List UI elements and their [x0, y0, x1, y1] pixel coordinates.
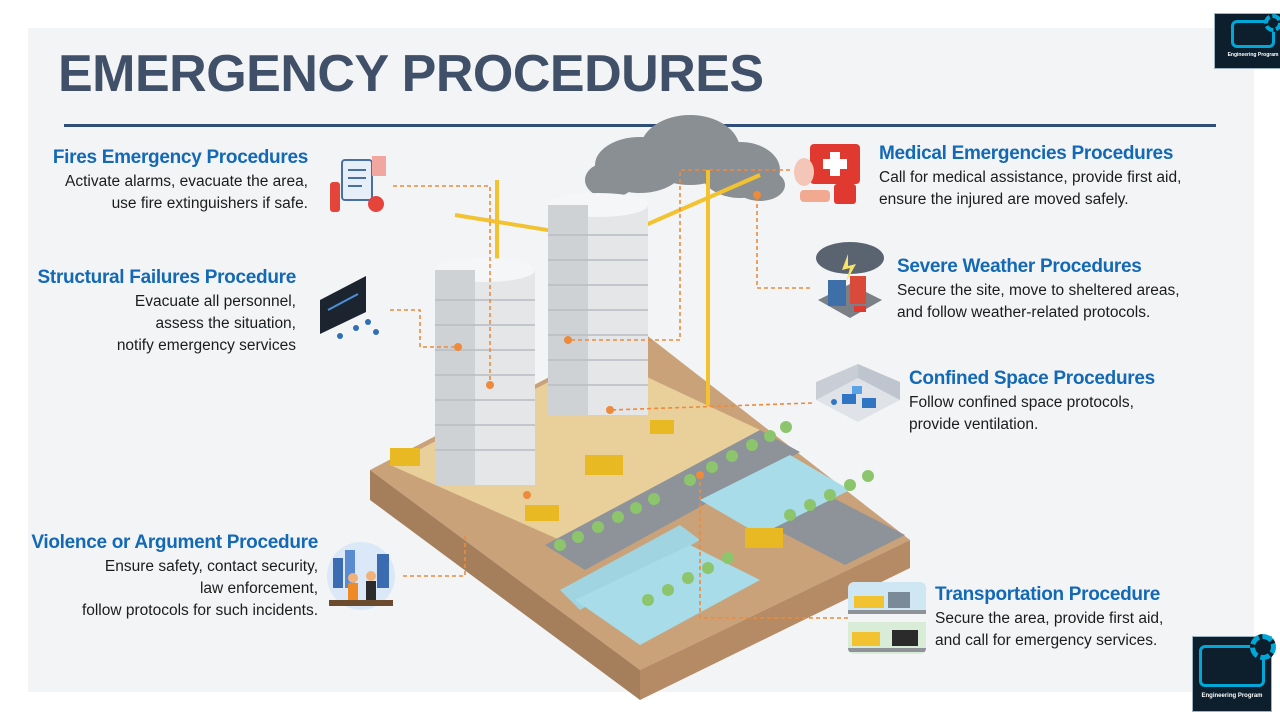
violence-argument-icon [323, 540, 399, 612]
structural-procedure: Structural Failures Procedure Evacuate a… [37, 267, 297, 357]
transport-procedure: Transportation Procedure Secure the area… [935, 584, 1163, 652]
logo-monitor-icon [1199, 634, 1276, 687]
logo-monitor-icon [1231, 14, 1280, 48]
engineering-program-logo-bottom: Engineering Program [1192, 634, 1276, 712]
fires-line-1: Activate alarms, evacuate the area, [65, 173, 308, 190]
violence-line-1: Ensure safety, contact security, [104, 558, 318, 575]
severe-weather-icon [810, 240, 888, 332]
violence-heading: Violence or Argument Procedure [31, 532, 318, 553]
confined-line-2: provide ventilation. [909, 416, 1039, 433]
fire-checklist-icon [322, 152, 390, 218]
transport-line-1: Secure the area, provide first aid, [935, 610, 1164, 627]
engineering-program-logo-top: Engineering Program [1214, 13, 1280, 69]
confined-heading: Confined Space Procedures [909, 368, 1155, 389]
structural-line-2: assess the situation, [155, 315, 296, 332]
structural-line-1: Evacuate all personnel, [134, 293, 296, 310]
weather-procedure: Severe Weather Procedures Secure the sit… [897, 256, 1180, 324]
violence-line-3: follow protocols for such incidents. [81, 602, 318, 619]
weather-line-1: Secure the site, move to sheltered areas… [897, 282, 1180, 299]
structural-line-3: notify emergency services [116, 337, 296, 354]
medical-kit-icon [790, 138, 870, 210]
violence-procedure: Violence or Argument Procedure Ensure sa… [31, 532, 318, 622]
fires-line-2: use fire extinguishers if safe. [111, 195, 308, 212]
page-title: EMERGENCY PROCEDURES [58, 45, 764, 103]
confined-procedure: Confined Space Procedures Follow confine… [909, 368, 1155, 436]
fires-procedure: Fires Emergency Procedures Activate alar… [53, 147, 308, 215]
transport-line-2: and call for emergency services. [935, 632, 1158, 649]
weather-line-2: and follow weather-related protocols. [897, 304, 1151, 321]
confined-space-icon [812, 364, 904, 438]
medical-procedure: Medical Emergencies Procedures Call for … [879, 143, 1181, 211]
logo-gear-icon [1250, 634, 1276, 660]
confined-line-1: Follow confined space protocols, [909, 394, 1134, 411]
transportation-icon [848, 582, 926, 654]
fires-heading: Fires Emergency Procedures [52, 147, 308, 168]
medical-line-1: Call for medical assistance, provide fir… [879, 169, 1182, 186]
structural-heading: Structural Failures Procedure [37, 267, 297, 288]
medical-heading: Medical Emergencies Procedures [879, 143, 1174, 164]
weather-heading: Severe Weather Procedures [897, 256, 1142, 277]
violence-line-2: law enforcement, [199, 580, 318, 597]
transport-heading: Transportation Procedure [935, 584, 1161, 605]
logo-text: Engineering Program [1201, 693, 1263, 699]
logo-gear-icon [1264, 14, 1280, 32]
logo-text: Engineering Program [1227, 52, 1279, 58]
title-divider [64, 124, 1216, 127]
structural-failure-icon [316, 272, 386, 346]
medical-line-2: ensure the injured are moved safely. [879, 191, 1129, 208]
